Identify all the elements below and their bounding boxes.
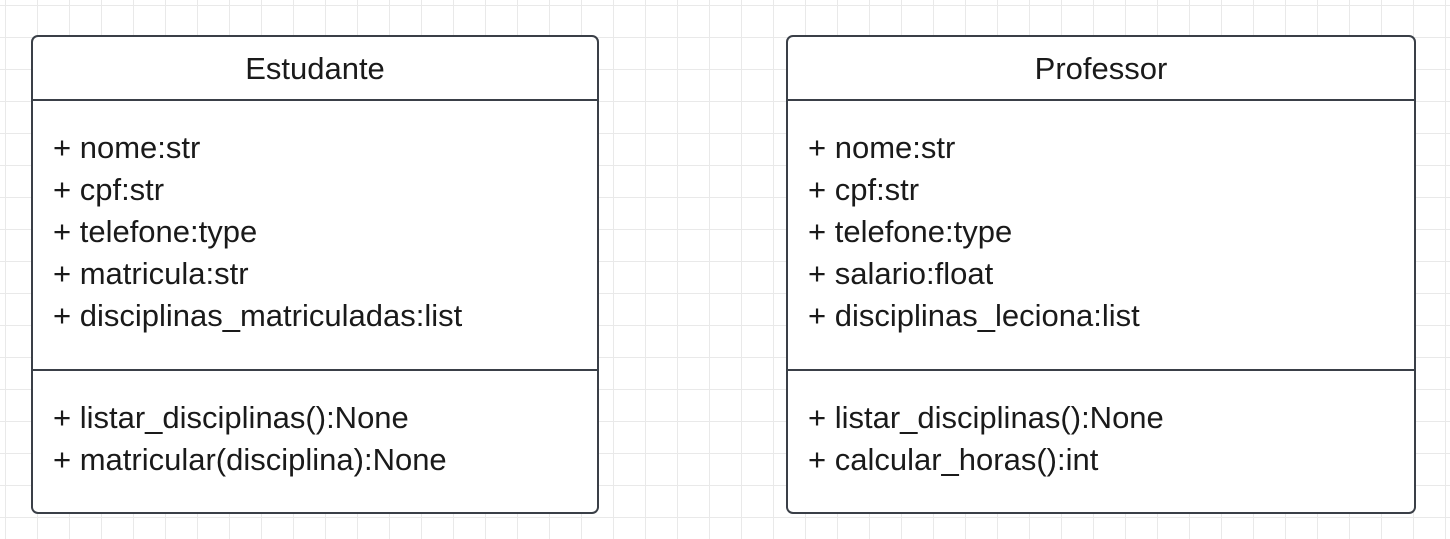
method-row: + calcular_horas():int [808,442,1099,477]
attribute-row: + telefone:type [53,214,258,249]
method-row: + matricular(disciplina):None [53,442,447,477]
methods-section-estudante: + listar_disciplinas():None + matricular… [33,371,597,481]
class-name-professor: Professor [788,37,1414,101]
attribute-row: + cpf:str [808,172,920,207]
attribute-row: + cpf:str [53,172,165,207]
attribute-row: + salario:float [808,256,994,291]
class-box-professor[interactable]: Professor + nome:str + cpf:str + telefon… [786,35,1416,514]
attributes-section-professor: + nome:str + cpf:str + telefone:type + s… [788,101,1414,371]
attributes-section-estudante: + nome:str + cpf:str + telefone:type + m… [33,101,597,371]
attribute-row: + telefone:type [808,214,1013,249]
attribute-row: + disciplinas_leciona:list [808,298,1140,333]
method-row: + listar_disciplinas():None [53,400,409,435]
method-row: + listar_disciplinas():None [808,400,1164,435]
class-name-estudante: Estudante [33,37,597,101]
class-box-estudante[interactable]: Estudante + nome:str + cpf:str + telefon… [31,35,599,514]
methods-section-professor: + listar_disciplinas():None + calcular_h… [788,371,1414,481]
attribute-row: + nome:str [53,130,201,165]
attribute-row: + nome:str [808,130,956,165]
attribute-row: + disciplinas_matriculadas:list [53,298,463,333]
attribute-row: + matricula:str [53,256,249,291]
